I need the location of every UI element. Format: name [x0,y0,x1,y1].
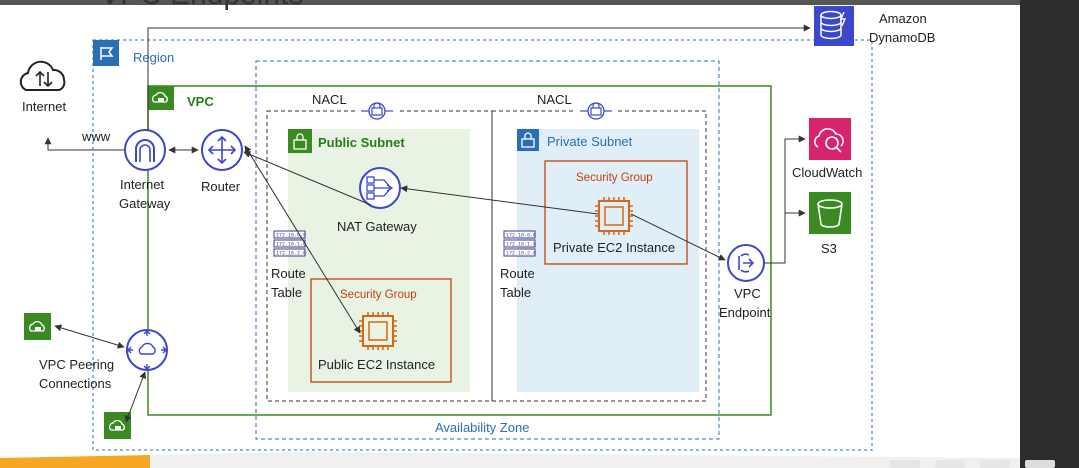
route-table-public-label-2: Table [271,285,302,300]
toolbar-button-1[interactable] [890,460,920,468]
public-ec2-label: Public EC2 Instance [318,357,435,372]
internet-gateway-label-1: Internet [120,177,164,192]
cloudwatch-icon[interactable] [809,118,851,160]
www-label: www [81,129,111,144]
private-ec2-label: Private EC2 Instance [553,240,675,255]
router-label: Router [201,179,241,194]
route-table-private-label-2: Table [500,285,531,300]
vpc-cloud-lock-icon [148,86,174,110]
peer-vpc-bottom-icon[interactable] [104,412,131,439]
nat-private-ec2-link [400,185,599,215]
private-ec2-chip-icon[interactable] [595,197,633,235]
dynamodb-label-1: Amazon [879,11,927,26]
s3-bucket-icon[interactable] [809,192,851,234]
private-subnet-area [517,129,699,392]
slide-bottom-edge [0,452,1020,468]
slide-title-fragment: VPC Endpoints [100,0,303,11]
toolbar-button-2[interactable] [935,460,965,468]
vpc-box [147,85,772,416]
s3-label: S3 [821,241,837,256]
vpc-peering-icon[interactable] [126,329,168,371]
nacl-private-label: NACL [537,92,572,107]
route-table-public-label-1: Route [271,266,306,281]
vpc-endpoint-label-1: VPC [734,286,761,301]
router-nat-link [243,151,372,206]
endpoint-cloudwatch-link [764,135,806,264]
nacl-public-icon [357,102,397,120]
route-public-row-2: 172.16.1.0 [276,242,306,248]
peer-vpc-top-icon[interactable] [24,313,51,340]
dynamodb-icon[interactable] [814,6,854,46]
vpc-peering-label-1: VPC Peering [39,357,114,372]
router-icon[interactable] [201,129,243,171]
public-subnet-label: Public Subnet [318,135,405,150]
route-private-row-3: 172.16.2.0 [506,251,536,257]
route-public-row-3: 172.16.2.0 [276,251,306,257]
vpc-endpoint-icon[interactable] [727,244,765,282]
route-private-row-1: 172.16.0.0 [506,233,536,239]
title-cutoff-band [0,0,1020,5]
security-group-private-box [544,160,688,265]
availability-zone-label: Availability Zone [435,420,529,435]
private-ec2-endpoint-link [630,213,726,261]
nat-gateway-icon[interactable] [359,167,401,209]
security-group-private-label: Security Group [576,172,653,184]
route-table-private-icon[interactable]: 172.16.0.0 172.16.1.0 172.16.2.0 [503,230,536,257]
nacl-private-icon [576,102,616,120]
security-group-public-label: Security Group [340,289,417,301]
nat-gateway-label: NAT Gateway [337,219,417,234]
region-label: Region [133,50,174,65]
public-subnet-lock-icon [288,129,312,153]
dynamodb-link [147,24,811,130]
dynamodb-label-2: DynamoDB [869,30,935,45]
cloudwatch-label: CloudWatch [792,165,862,180]
region-flag-icon [93,40,119,66]
slide-canvas [0,0,1020,458]
peering-top-link [54,324,125,349]
internet-cloud-icon[interactable] [19,60,66,91]
region-box [92,39,873,451]
route-private-row-2: 172.16.1.0 [506,242,536,248]
private-subnet-lock-icon [517,129,539,151]
peering-bottom-link [124,371,147,423]
internet-gateway-label-2: Gateway [119,196,171,211]
route-table-public-icon[interactable]: 172.16.0.0 172.16.1.0 172.16.2.0 [273,230,306,257]
private-subnet-label: Private Subnet [547,134,633,149]
slide-accent-stripe [0,455,150,468]
router-public-ec2-link [244,145,361,334]
toolbar-button-4[interactable] [1025,460,1055,468]
toolbar-button-3[interactable] [980,460,1010,468]
internet-label: Internet [22,99,66,114]
public-ec2-chip-icon[interactable] [359,312,397,350]
vpc-label: VPC [187,94,214,109]
route-table-private-label-1: Route [500,266,535,281]
nacl-public-label: NACL [312,92,347,107]
internet-gateway-to-internet-line [44,137,133,151]
vpc-peering-label-2: Connections [39,376,112,391]
vpc-endpoint-label-2: Endpoint [719,305,771,320]
internet-gateway-icon[interactable] [124,129,166,171]
